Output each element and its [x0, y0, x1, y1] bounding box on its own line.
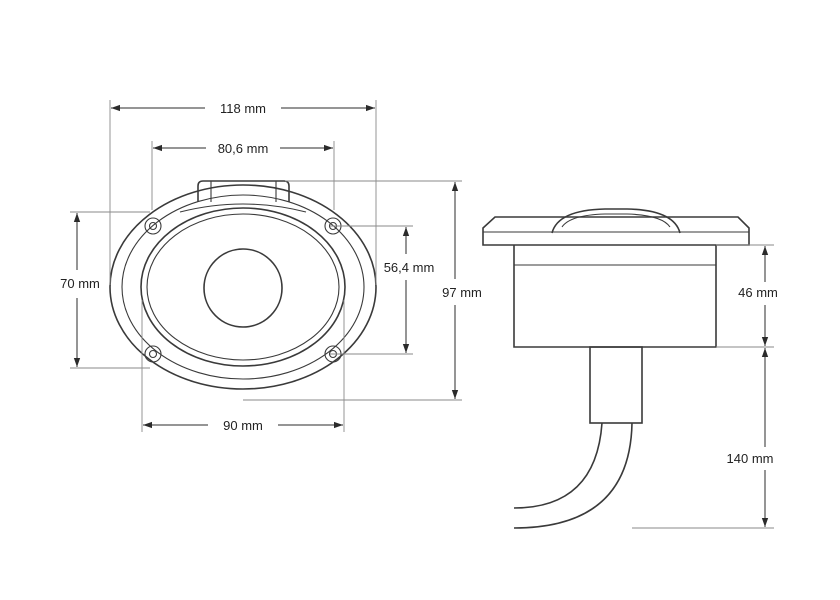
outer-flange-outline	[109, 184, 377, 390]
center-light-lens	[203, 248, 283, 328]
top-hinge-tab	[179, 180, 307, 213]
screw-hole-bottom-left	[144, 345, 162, 363]
lens-inner-ring	[146, 213, 340, 361]
label-inner-width: 80,6 mm	[218, 141, 269, 156]
front-extension-lines	[70, 100, 462, 432]
label-body-height: 46 mm	[738, 285, 778, 300]
label-cable-length: 140 mm	[727, 451, 774, 466]
label-overall-height: 97 mm	[442, 285, 482, 300]
cable-bottom-edge	[513, 422, 633, 529]
flange-inner-rim	[121, 194, 365, 380]
label-inner-height: 56,4 mm	[384, 260, 435, 275]
label-hole-spacing-v: 70 mm	[60, 276, 100, 291]
cable-gland	[589, 346, 643, 424]
side-body	[513, 245, 717, 348]
side-lens-dome	[551, 208, 681, 234]
side-view	[482, 208, 750, 529]
side-flange-plate	[482, 216, 750, 246]
lens-outer-ring	[140, 207, 346, 367]
screw-hole-top-left	[144, 217, 162, 235]
side-extension-lines	[632, 244, 774, 529]
label-overall-width: 118 mm	[220, 101, 266, 116]
label-hole-spacing-h: 90 mm	[223, 418, 263, 433]
cable-top-edge	[513, 422, 603, 509]
